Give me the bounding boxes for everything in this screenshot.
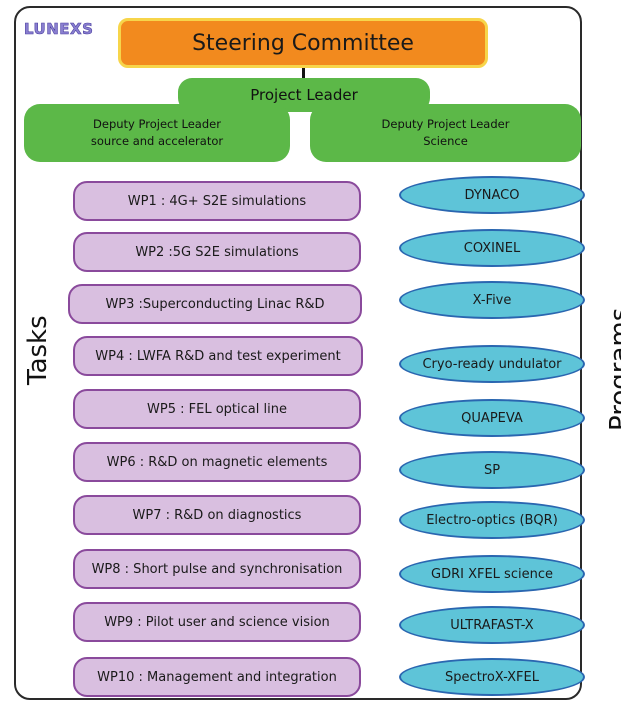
task-wp2: WP2 :5G S2E simulations xyxy=(73,232,361,272)
task-wp4: WP4 : LWFA R&D and test experiment xyxy=(73,336,363,376)
task-wp1: WP1 : 4G+ S2E simulations xyxy=(73,181,361,221)
tasks-axis-label: Tasks xyxy=(23,315,53,385)
program-spectrox-xfel: SpectroX-XFEL xyxy=(399,658,585,696)
program-cryo-ready-undulator: Cryo-ready undulator xyxy=(399,345,585,383)
steering-committee-box: Steering Committee xyxy=(118,18,488,68)
task-wp7: WP7 : R&D on diagnostics xyxy=(73,495,361,535)
task-wp8: WP8 : Short pulse and synchronisation xyxy=(73,549,361,589)
program-electro-optics: Electro-optics (BQR) xyxy=(399,501,585,539)
task-wp6: WP6 : R&D on magnetic elements xyxy=(73,442,361,482)
task-wp5: WP5 : FEL optical line xyxy=(73,389,361,429)
deputy-leader-source-box: Deputy Project Leader source and acceler… xyxy=(24,104,290,162)
deputy-leader-science-box: Deputy Project Leader Science xyxy=(310,104,581,162)
programs-axis-label: Programs xyxy=(605,307,621,431)
task-wp9: WP9 : Pilot user and science vision xyxy=(73,602,361,642)
program-x-five: X-Five xyxy=(399,281,585,319)
deputy-left-line-1: Deputy Project Leader xyxy=(93,117,221,131)
lunexs-logo: LUNEXS xyxy=(24,20,94,39)
program-gdri-xfel-science: GDRI XFEL science xyxy=(399,555,585,593)
program-sp: SP xyxy=(399,451,585,489)
task-wp3: WP3 :Superconducting Linac R&D xyxy=(68,284,362,324)
program-quapeva: QUAPEVA xyxy=(399,399,585,437)
program-ultrafast-x: ULTRAFAST-X xyxy=(399,606,585,644)
task-wp10: WP10 : Management and integration xyxy=(73,657,361,697)
deputy-left-line-2: source and accelerator xyxy=(90,134,224,148)
program-dynaco: DYNACO xyxy=(399,176,585,214)
deputy-right-line-1: Deputy Project Leader xyxy=(381,117,510,131)
program-coxinel: COXINEL xyxy=(399,229,585,267)
deputy-right-line-2: Science xyxy=(423,134,468,148)
steering-connector-line xyxy=(302,68,305,80)
